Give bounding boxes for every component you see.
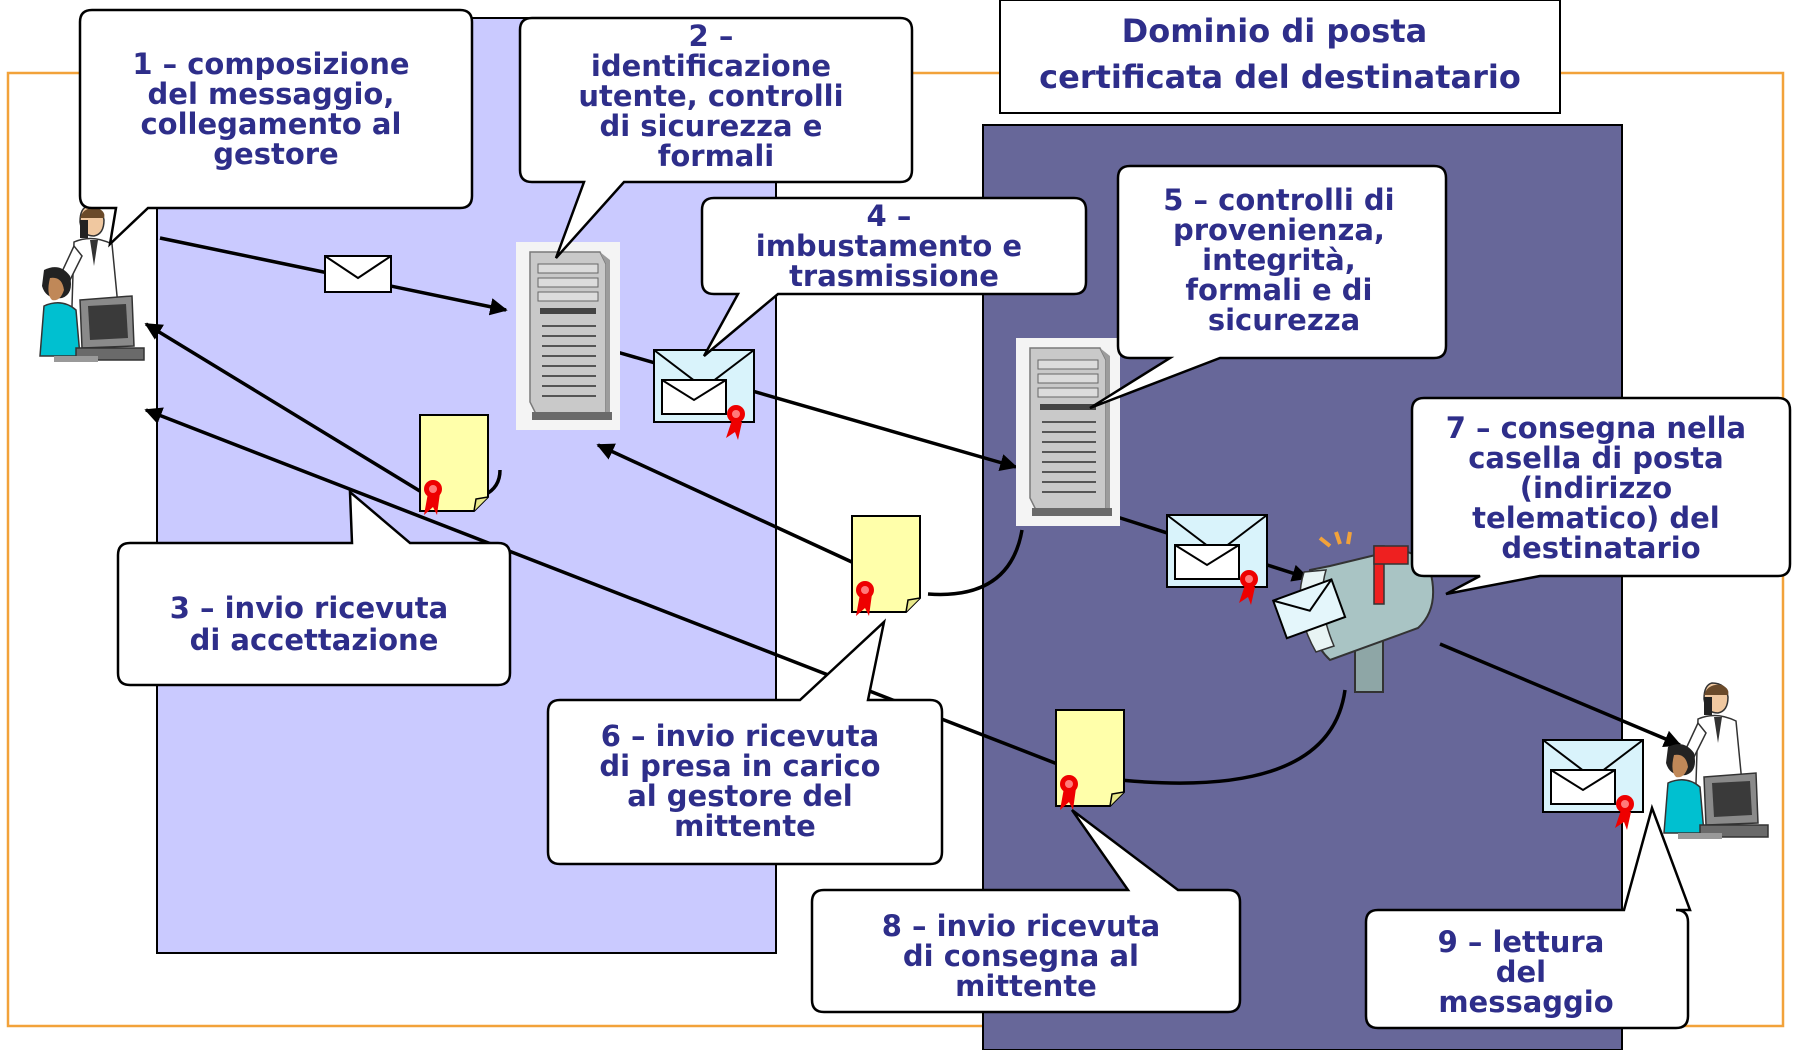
recipient-domain-title: Dominio di posta certificata del destina… [1039, 12, 1521, 96]
step-6-line: mittente [674, 809, 816, 843]
step-5-label: 5 – controlli di provenienza, integrità,… [1163, 183, 1404, 337]
step-2-line: di sicurezza e [599, 109, 822, 143]
step-1-line: gestore [213, 137, 338, 171]
flow-receipt-3 [144, 322, 429, 498]
step-6-bubble [546, 618, 944, 866]
step-9-line: 9 – lettura [1438, 925, 1605, 959]
flow-receipt-6-link [927, 529, 1024, 597]
recipient-mail-server-icon [1015, 337, 1121, 527]
step-9-line: del [1496, 955, 1546, 989]
step-4-line: 4 – [867, 199, 912, 233]
recipient-domain-title-line: certificata del destinatario [1039, 58, 1521, 96]
step-7-bubble [1410, 396, 1792, 596]
step-5-line: formali e di [1185, 273, 1372, 307]
step-2-line: identificazione [591, 49, 831, 83]
step-1-line: collegamento al [140, 107, 401, 141]
step-3-line: di accettazione [190, 623, 439, 657]
step-4-label: 4 – imbustamento e trasmissione [756, 199, 1032, 293]
step-9-line: messaggio [1438, 985, 1613, 1019]
step-7-line: (indirizzo [1520, 471, 1672, 505]
step-6-line: 6 – invio ricevuta [601, 719, 879, 753]
step-8-bubble [810, 809, 1242, 1014]
step-2-line: utente, controlli [578, 79, 843, 113]
acceptance-receipt-icon [419, 414, 489, 516]
step-4-line: imbustamento e [756, 229, 1022, 263]
flow-read-message [1439, 642, 1682, 747]
step-2-line: 2 – [689, 19, 734, 53]
step-7-line: casella di posta [1468, 441, 1723, 475]
step-2-bubble [518, 16, 914, 259]
step-3-label: 3 – invio ricevuta di accettazione [170, 591, 459, 657]
step-5-bubble [1089, 164, 1448, 410]
step-8-line: di consegna al [903, 939, 1139, 973]
step-5-line: 5 – controlli di [1163, 183, 1394, 217]
step-4-bubble [700, 196, 1088, 357]
step-8-line: mittente [955, 969, 1097, 1003]
plain-envelope-icon [324, 255, 392, 293]
step-6-label: 6 – invio ricevuta di presa in carico al… [599, 719, 890, 843]
recipient-domain-title-line: Dominio di posta [1122, 12, 1428, 50]
step-4-line: trasmissione [789, 259, 999, 293]
step-3-line: 3 – invio ricevuta [170, 591, 448, 625]
sender-mail-server-icon [515, 241, 621, 431]
take-charge-receipt-icon [851, 515, 921, 617]
flow-receipt-8-link [1119, 689, 1347, 785]
step-3-bubble [116, 489, 512, 687]
step-5-line: sicurezza [1208, 303, 1360, 337]
delivery-receipt-icon [1055, 709, 1125, 811]
step-7-line: telematico) del [1472, 501, 1720, 535]
step-6-line: di presa in carico [599, 749, 880, 783]
step-2-line: formali [658, 139, 775, 173]
step-1-line: 1 – composizione [132, 47, 409, 81]
step-9-label: 9 – lettura del messaggio [1438, 925, 1615, 1019]
mailbox-icon [1271, 531, 1435, 693]
recipient-domain-title-box [999, 0, 1561, 114]
step-7-label: 7 – consegna nella casella di posta (ind… [1446, 411, 1757, 565]
recipient-user-icon [1663, 682, 1769, 840]
step-7-line: 7 – consegna nella [1446, 411, 1746, 445]
step-8-label: 8 – invio ricevuta di consegna al mitten… [882, 909, 1171, 1003]
step-7-line: destinatario [1501, 531, 1700, 565]
step-2-label: 2 – identificazione utente, controlli di… [578, 19, 853, 173]
step-8-line: 8 – invio ricevuta [882, 909, 1160, 943]
step-1-label: 1 – composizione del messaggio, collegam… [132, 47, 419, 171]
step-5-line: integrità, [1202, 243, 1356, 277]
step-1-bubble [78, 8, 474, 248]
step-5-line: provenienza, [1173, 213, 1385, 247]
step-9-bubble [1364, 803, 1692, 1030]
step-1-line: del messaggio, [148, 77, 395, 111]
flow-receipt-6 [596, 443, 855, 565]
step-6-line: al gestore del [627, 779, 853, 813]
sender-user-icon [39, 205, 145, 363]
